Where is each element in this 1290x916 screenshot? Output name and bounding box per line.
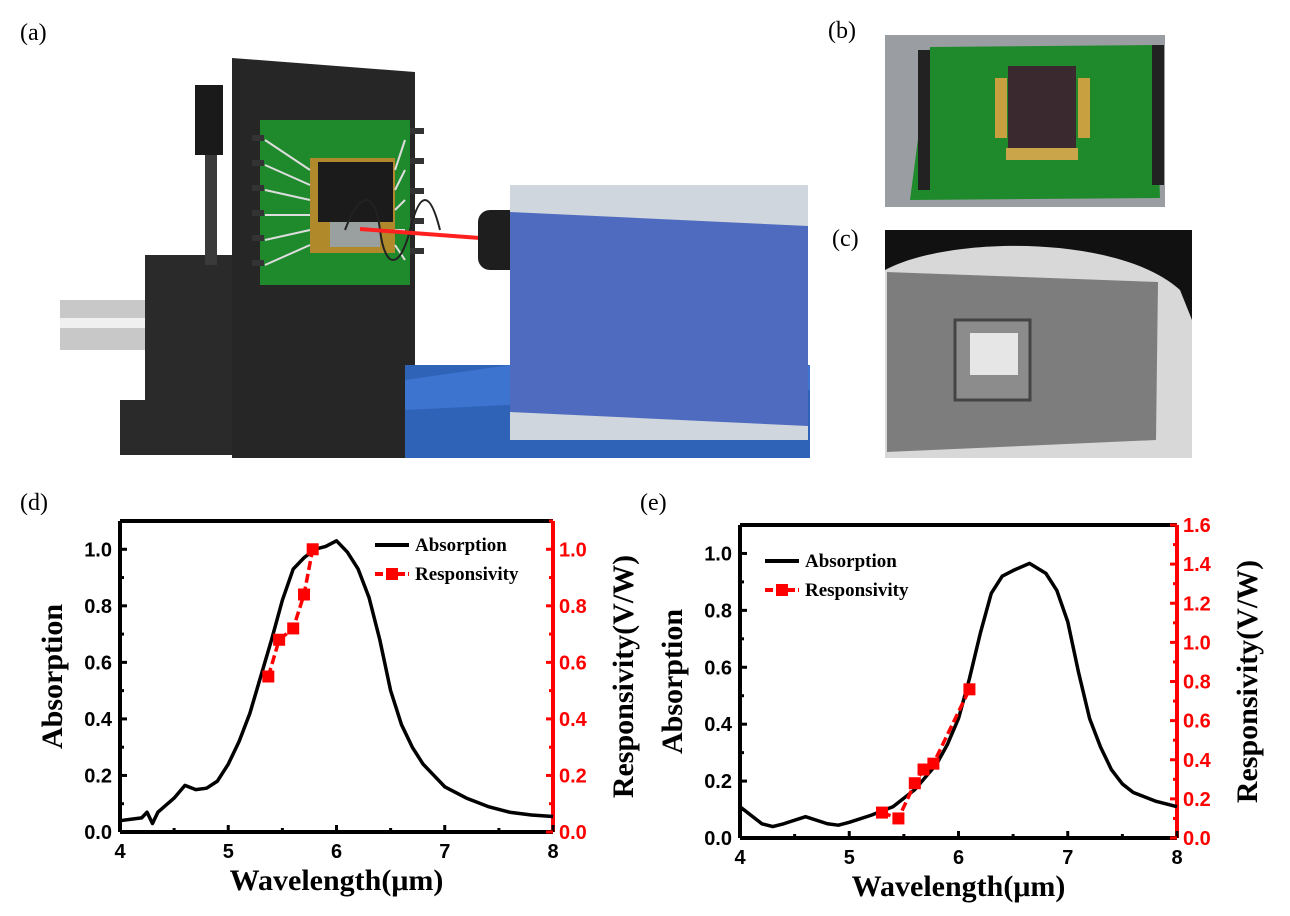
x-tick-label: 5 [223, 841, 234, 863]
pcb-traces [264, 139, 406, 266]
setup-render [60, 58, 810, 458]
y2-tick-label: 1.6 [1183, 515, 1211, 537]
right-header [1152, 45, 1164, 185]
holder-base [120, 255, 235, 455]
pins [252, 128, 424, 266]
y-tick-label: 1.0 [84, 539, 112, 561]
legend-absorption-label: Absorption [415, 535, 507, 556]
x-tick-label: 7 [1062, 847, 1073, 869]
y2-axis-title: Responsivity(V/W) [1231, 560, 1264, 803]
laser-beam [359, 227, 481, 240]
y2-tick-label: 0.0 [1183, 828, 1211, 850]
y2-tick-label: 1.0 [559, 539, 587, 561]
y2-tick-label: 0.0 [559, 822, 587, 844]
chip-leads-left [995, 78, 1007, 138]
legend-responsivity-marker [776, 584, 788, 596]
y-tick-label: 0.2 [704, 771, 732, 793]
legend-absorption-label: Absorption [805, 551, 897, 572]
chip [1008, 66, 1076, 148]
responsivity-line [266, 548, 315, 677]
y2-tick-label: 1.2 [1183, 593, 1211, 615]
ir-photo [885, 230, 1192, 458]
panel-label-e: (e) [640, 490, 667, 516]
responsivity-point [298, 588, 311, 601]
y-tick-label: 0.6 [84, 652, 112, 674]
panel-label-a: (a) [20, 20, 47, 46]
responsivity-point [892, 812, 905, 825]
y-tick-label: 1.0 [704, 543, 732, 565]
responsivity-point [306, 543, 319, 556]
panel-label-c: (c) [832, 226, 859, 252]
x-tick-label: 6 [953, 847, 964, 869]
em-wave [344, 199, 441, 261]
pcb-photo [885, 35, 1165, 207]
y2-tick-label: 1.4 [1183, 554, 1212, 576]
y2-tick-label: 0.6 [1183, 711, 1211, 733]
responsivity-point [963, 683, 976, 696]
chip-die [330, 222, 380, 247]
legend-responsivity-label: Responsivity [415, 564, 519, 585]
x-tick-label: 4 [114, 841, 126, 863]
laser-box-top [510, 185, 808, 226]
y2-axis-title: Responsivity(V/W) [607, 555, 640, 798]
responsivity-point [927, 757, 940, 770]
y2-tick-label: 1.0 [1183, 632, 1211, 654]
absorption-line [738, 561, 1178, 829]
responsivity-point [262, 670, 275, 683]
y2-tick-label: 0.4 [1183, 750, 1212, 772]
rod-highlight [60, 318, 160, 328]
chip-lid [318, 162, 393, 222]
x-tick-label: 7 [439, 841, 450, 863]
y-tick-label: 0.0 [84, 822, 112, 844]
y-tick-label: 0.8 [704, 600, 732, 622]
clamp-top [195, 85, 223, 155]
laser-box-bottom [510, 412, 808, 440]
responsivity-point [287, 622, 300, 635]
responsivity-point [876, 806, 889, 819]
y-tick-label: 0.8 [84, 596, 112, 618]
x-axis-title: Wavelength(μm) [852, 870, 1066, 903]
panel-label-d: (d) [20, 490, 48, 516]
left-header [918, 50, 930, 190]
y2-tick-label: 0.8 [559, 596, 587, 618]
x-axis-title: Wavelength(μm) [230, 864, 444, 897]
y-tick-label: 0.4 [84, 709, 113, 731]
x-tick-label: 6 [331, 841, 342, 863]
x-tick-label: 8 [547, 841, 558, 863]
legend-responsivity-label: Responsivity [805, 580, 909, 601]
x-tick-label: 5 [844, 847, 855, 869]
y-axis-title: Absorption [656, 609, 689, 754]
y-tick-label: 0.0 [704, 828, 732, 850]
responsivity-point [908, 777, 921, 790]
responsivity-line [881, 688, 971, 821]
panel-label-b: (b) [828, 18, 856, 44]
y2-tick-label: 0.2 [559, 765, 587, 787]
legend-responsivity-marker [386, 568, 398, 580]
y2-tick-label: 0.6 [559, 652, 587, 674]
glowing-die [970, 333, 1018, 375]
responsivity-point [273, 633, 286, 646]
y2-tick-label: 0.2 [1183, 789, 1211, 811]
clamp-arm [205, 155, 217, 265]
y-axis-title: Absorption [36, 604, 69, 749]
x-tick-label: 4 [734, 847, 746, 869]
laser-box [510, 185, 808, 440]
chip-flange [1006, 148, 1078, 160]
y-tick-label: 0.6 [704, 657, 732, 679]
x-tick-label: 8 [1171, 847, 1182, 869]
y-tick-label: 0.4 [704, 714, 733, 736]
y-tick-label: 0.2 [84, 765, 112, 787]
y2-tick-label: 0.8 [1183, 672, 1211, 694]
chip-leads-right [1078, 78, 1090, 138]
y2-tick-label: 0.4 [559, 709, 588, 731]
responsivity-point [917, 763, 930, 776]
